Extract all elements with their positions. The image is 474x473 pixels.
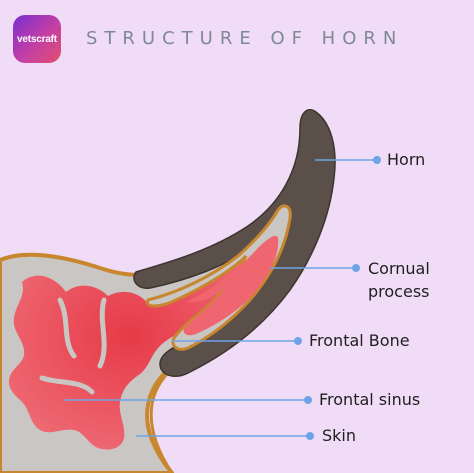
pointer-frontal-bone xyxy=(172,337,302,345)
sinus-bone-septum xyxy=(39,297,107,395)
label-skin: Skin xyxy=(322,426,357,445)
pointer-skin xyxy=(136,432,314,440)
cornual-process xyxy=(145,204,292,351)
label-cornual-line1: Cornual xyxy=(368,259,430,278)
pointer-frontal-sinus xyxy=(64,396,312,404)
frontal-sinus xyxy=(8,222,278,450)
label-frontal-sinus: Frontal sinus xyxy=(319,390,421,409)
label-frontal-bone: Frontal Bone xyxy=(309,331,410,350)
vetscraft-logo: vetscraft xyxy=(13,15,61,63)
label-horn: Horn xyxy=(387,150,426,169)
logo-text: vetscraft xyxy=(17,33,57,45)
pointer-horn xyxy=(315,156,381,164)
pointer-cornual-process xyxy=(270,264,360,272)
cornual-sinus xyxy=(183,235,279,336)
label-cornual-line2: process xyxy=(368,282,430,301)
page-title: STRUCTURE OF HORN xyxy=(86,28,404,49)
